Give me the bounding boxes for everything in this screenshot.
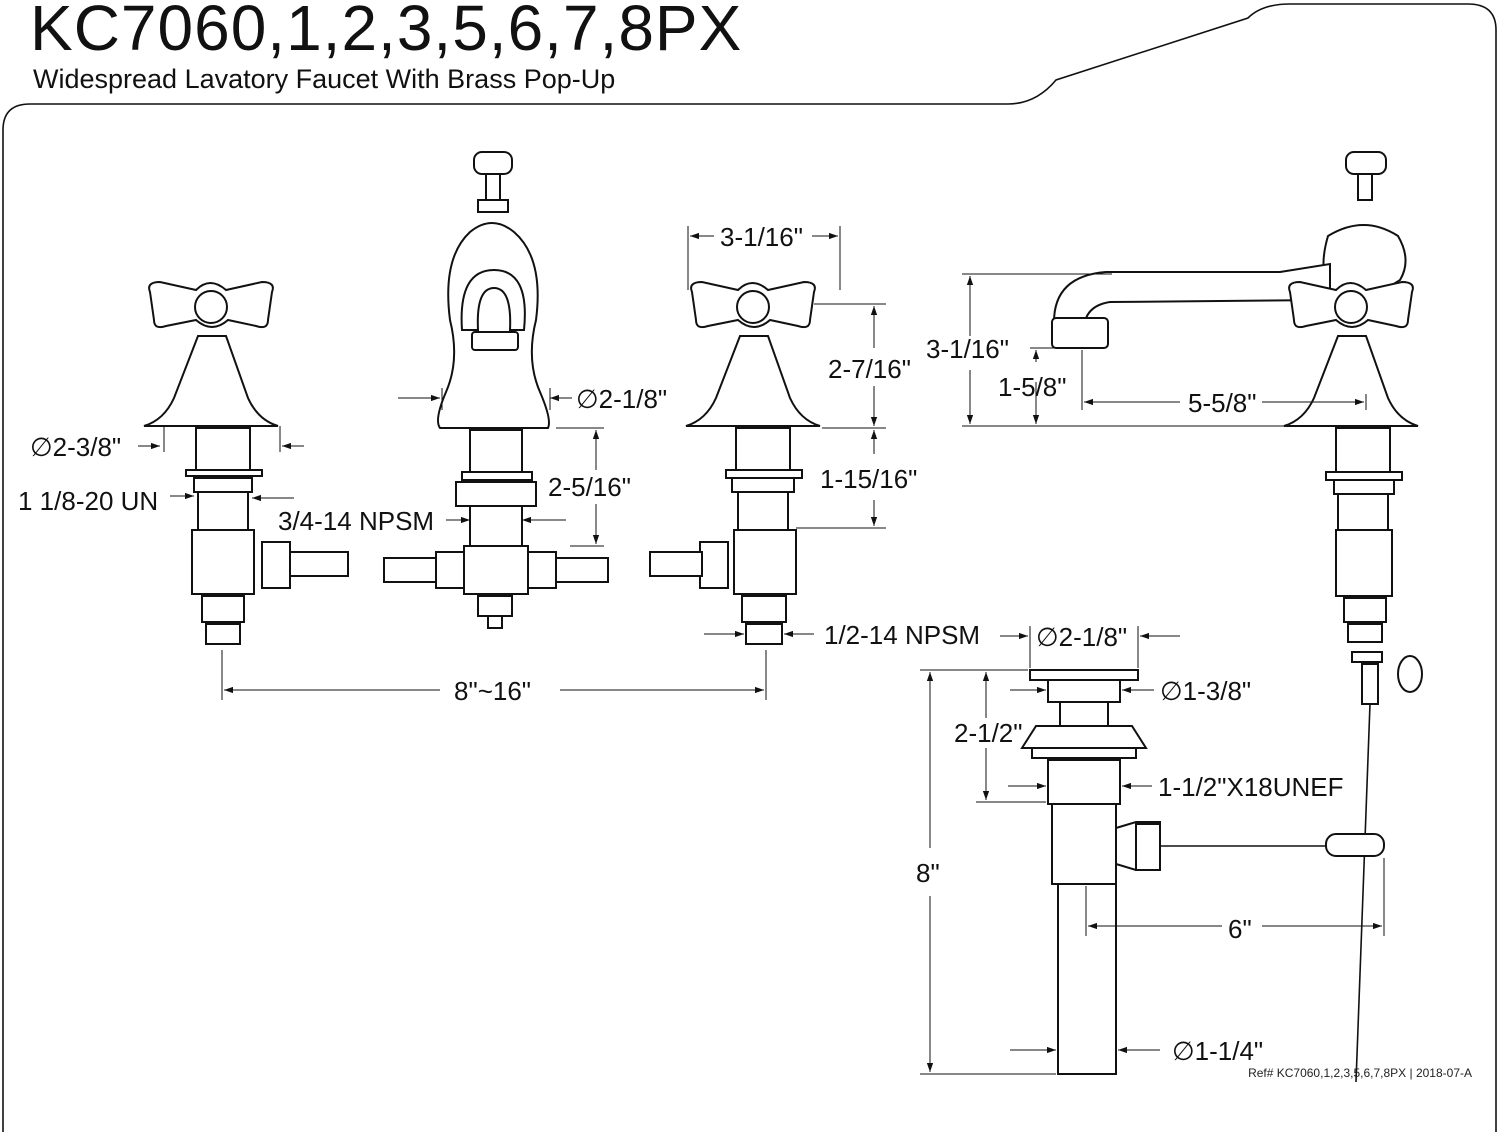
dim-drain-flange: ∅2-1/8" (1036, 622, 1127, 652)
lift-rod (1355, 703, 1371, 1083)
dim-drain-body: 2-1/2" (954, 718, 1023, 748)
drain-stopper-cap (1047, 679, 1121, 703)
left-nut (193, 477, 253, 493)
left-handle-escutcheon (143, 335, 279, 427)
spout-bottom-nut (477, 595, 513, 617)
left-bottom-thread (205, 623, 241, 645)
side-spout-body (1322, 224, 1407, 291)
left-shank-thread (195, 427, 251, 473)
center-spout-assembly (383, 151, 609, 629)
drain-assembly (1020, 669, 1385, 1075)
spout-finial-base (477, 199, 509, 213)
left-washer (185, 469, 263, 477)
right-valve-body (733, 529, 797, 595)
dim-spout-shank: 2-5/16" (548, 472, 631, 502)
side-spout-nose (1051, 317, 1109, 349)
spout-lower-thread (469, 505, 523, 547)
left-shank-lower (197, 491, 249, 531)
left-inlet-hex (261, 541, 291, 589)
side-bottom-thread (1347, 623, 1383, 643)
dim-spread: 8"~16" (454, 676, 531, 706)
page-title: KC7060,1,2,3,5,6,7,8PX (30, 0, 743, 64)
side-valve-body (1335, 529, 1393, 597)
spout-left-hex (435, 551, 465, 589)
spout-left-hose (383, 557, 437, 583)
right-inlet-hex (699, 541, 729, 589)
side-shank-lower (1337, 493, 1389, 531)
drain-clevis-strap (1325, 833, 1385, 857)
left-supply-hose (289, 551, 349, 577)
spout-washer (461, 471, 533, 481)
right-handle-escutcheon (685, 335, 821, 427)
dim-tailpiece-dia: ∅1-1/4" (1172, 1036, 1263, 1066)
left-valve-body (191, 529, 255, 595)
side-nut (1333, 479, 1395, 495)
side-escutcheon (1283, 335, 1419, 427)
page-subtitle: Widespread Lavatory Faucet With Brass Po… (33, 64, 616, 94)
dim-spout-thread: 3/4-14 NPSM (278, 506, 434, 536)
dim-handle-shank: 1-15/16" (820, 464, 917, 494)
side-shank-thread (1335, 427, 1391, 473)
spout-right-hose (555, 557, 609, 583)
drain-tailpiece (1057, 883, 1117, 1075)
side-finial-stem (1357, 173, 1373, 201)
spout-finial-knob (473, 151, 513, 175)
right-handle-hub (736, 290, 770, 324)
drain-body (1051, 803, 1117, 885)
dimension-labels: ∅2-3/8" 1 1/8-20 UN 3/4-14 NPSM ∅2-1/8" … (18, 222, 1344, 1066)
pop-up-knob (1397, 655, 1423, 693)
left-handle-hub (194, 290, 228, 324)
right-shank-lower (737, 491, 789, 531)
spout-finial-stem (485, 173, 501, 201)
left-bottom-nut (201, 595, 245, 623)
spout-right-hex (527, 551, 557, 589)
drain-pivot-thread (1135, 823, 1161, 871)
spout-bottom-stud (487, 615, 503, 629)
spout-shank-thread (469, 429, 523, 473)
right-supply-hose (649, 551, 703, 577)
dim-drain-length: 8" (916, 858, 940, 888)
dim-side-height: 3-1/16" (926, 334, 1009, 364)
dim-spout-reach: 5-5/8" (1188, 388, 1257, 418)
side-bottom-nut (1343, 597, 1387, 623)
side-handle-hub (1334, 290, 1368, 324)
dim-drain-top: ∅1-3/8" (1160, 676, 1251, 706)
side-washer (1325, 471, 1403, 481)
drain-ring (1031, 747, 1137, 759)
spout-tee-body (463, 545, 529, 595)
dimension-lines (138, 226, 1385, 1075)
dim-handle-width: 3-1/16" (720, 222, 803, 252)
dim-spout-clearance: 1-5/8" (998, 372, 1067, 402)
drain-flange (1029, 669, 1139, 681)
pop-up-lift-rod-clip (1351, 651, 1383, 663)
lift-rod-strap (1361, 663, 1379, 705)
right-nut (731, 477, 795, 493)
sheet-frame (2, 3, 1497, 1132)
drain-thread (1047, 759, 1121, 805)
dim-spout-dia: ∅2-1/8" (576, 384, 667, 414)
drain-neck (1059, 701, 1109, 727)
side-finial-knob (1345, 151, 1387, 175)
dim-drain-thread: 1-1/2"X18UNEF (1158, 772, 1344, 802)
spout-nut (455, 481, 537, 507)
dim-rod-length: 6" (1228, 914, 1252, 944)
spout-body (437, 222, 550, 429)
side-view-assembly (1051, 151, 1423, 1083)
right-shank-thread (735, 427, 791, 473)
dim-handle-dia: ∅2-3/8" (30, 432, 121, 462)
dim-handle-thread: 1 1/8-20 UN (18, 486, 158, 516)
right-bottom-nut (741, 595, 787, 623)
right-handle-assembly (649, 280, 821, 645)
spout-outlet-arch (460, 268, 526, 331)
right-washer (725, 469, 803, 479)
dim-handle-height: 2-7/16" (828, 354, 911, 384)
drain-collar (1020, 725, 1148, 749)
spout-aerator (471, 331, 519, 351)
left-handle-assembly (143, 280, 349, 645)
dim-inlet-thread: 1/2-14 NPSM (824, 620, 980, 650)
right-bottom-thread (745, 623, 783, 645)
reference-footer: Ref# KC7060,1,2,3,5,6,7,8PX | 2018-07-A (1248, 1066, 1472, 1080)
